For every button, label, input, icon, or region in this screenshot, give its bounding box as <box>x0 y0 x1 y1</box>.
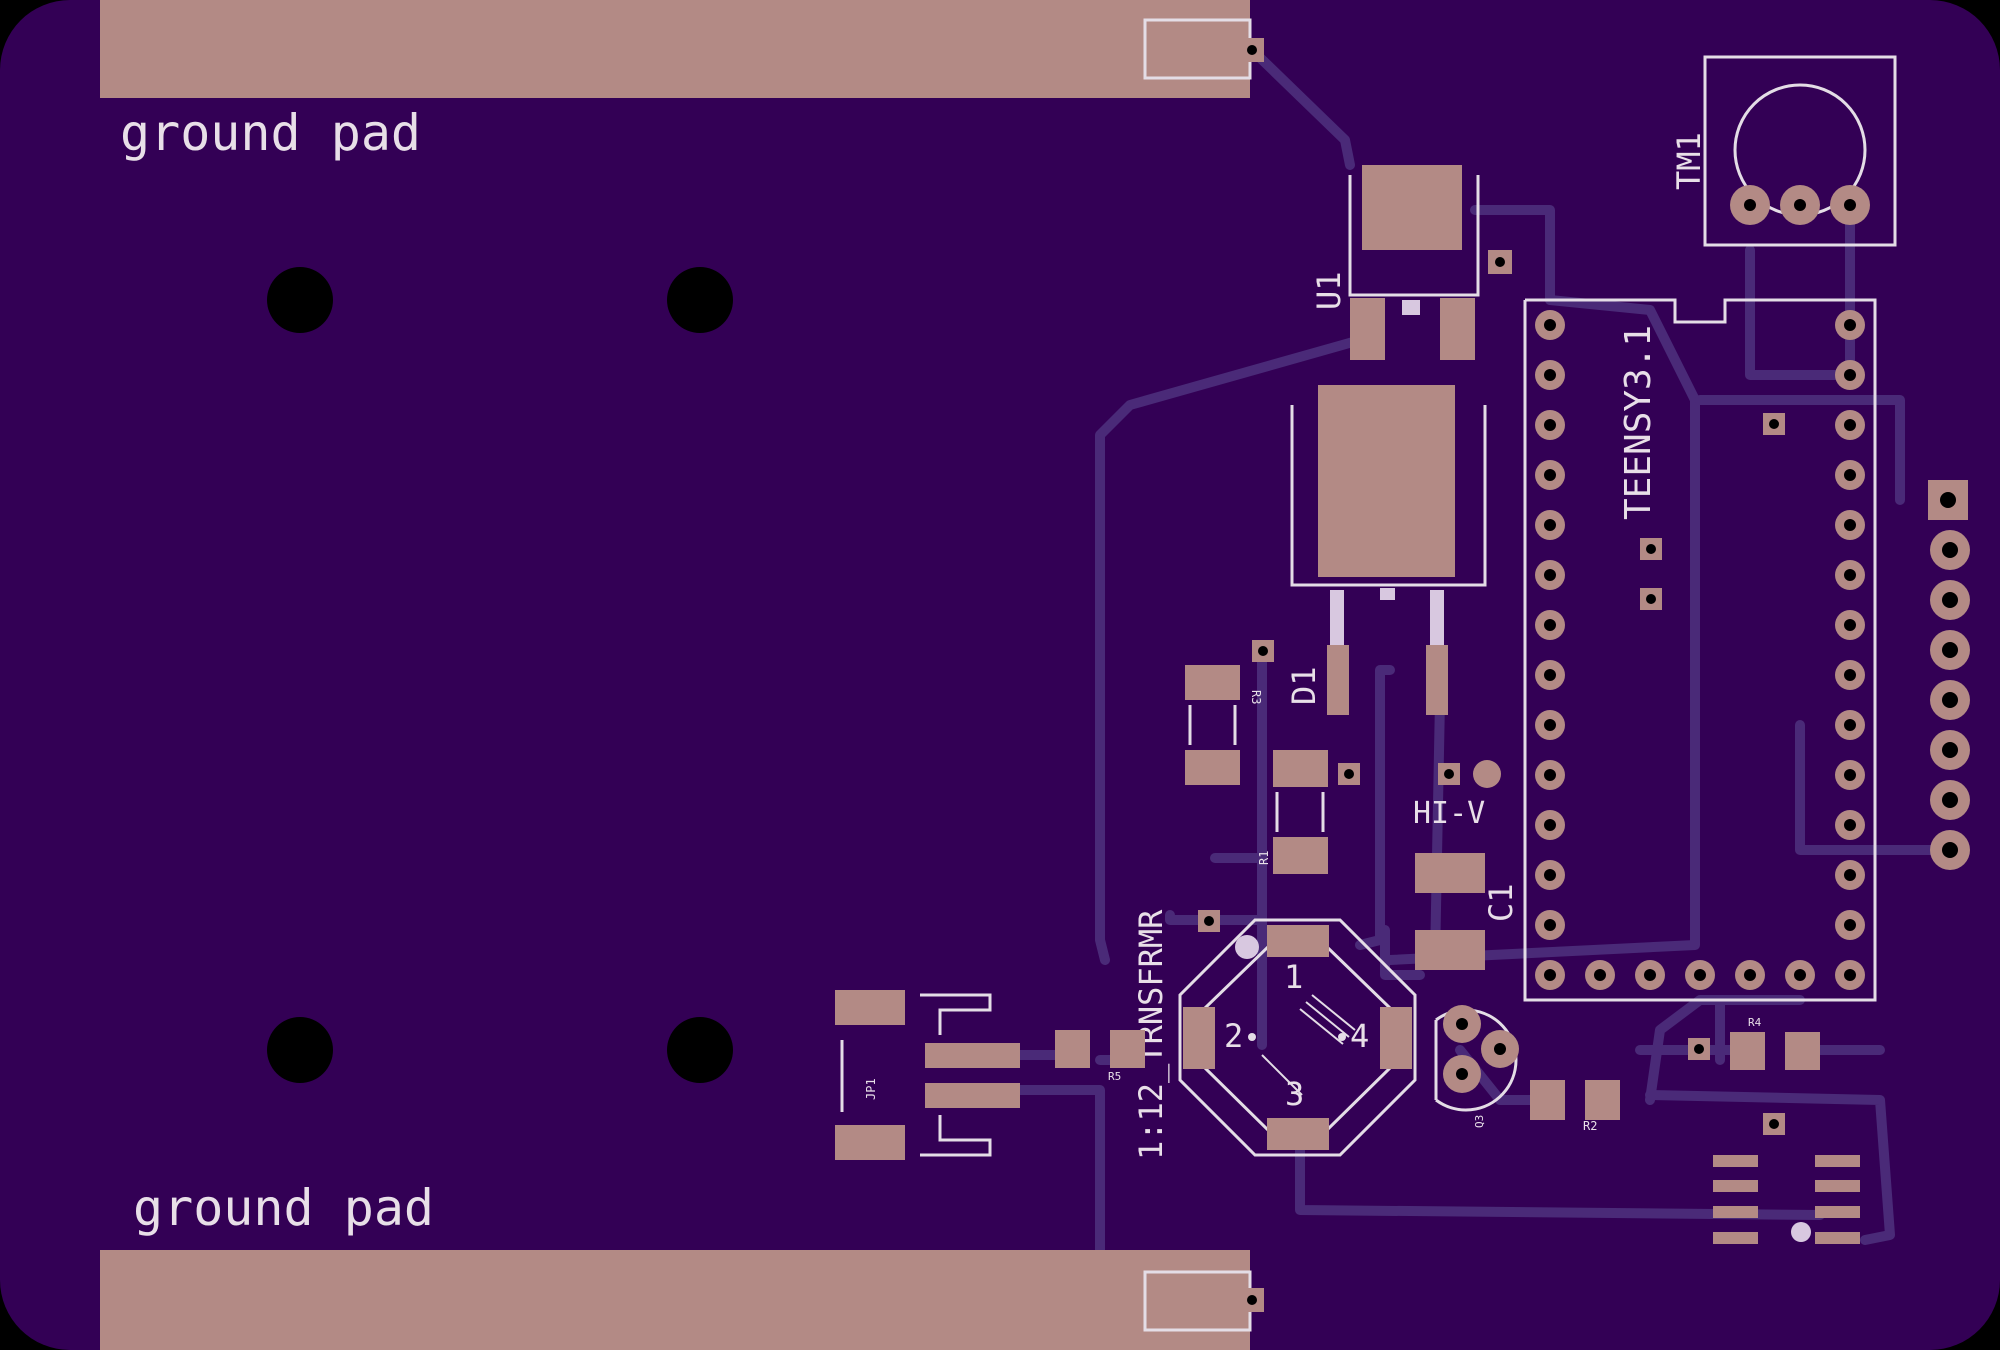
teensy-pin-right <box>1835 460 1865 490</box>
teensy-pin-left <box>1535 610 1565 640</box>
via-hole <box>1247 1295 1257 1305</box>
d1-body: D1 <box>1285 385 1487 715</box>
teensy-pin-right <box>1835 510 1865 540</box>
teensy-pin-left <box>1535 710 1565 740</box>
teensy-pin-left <box>1535 310 1565 340</box>
teensy-pin-right <box>1835 560 1865 590</box>
r4-resistor: R4 <box>1688 1016 1820 1070</box>
ground-pad-bottom-label: ground pad <box>133 1179 434 1237</box>
teensy-pin-left <box>1535 910 1565 940</box>
header-pin <box>1930 630 1970 670</box>
mounting-hole <box>667 1017 733 1083</box>
teensy-pin-bottom <box>1685 960 1715 990</box>
jp1-label: JP1 <box>864 1078 878 1100</box>
teensy-label: TEENSY3.1 <box>1618 325 1659 520</box>
teensy-pin-right <box>1835 410 1865 440</box>
teensy-pin-left <box>1535 410 1565 440</box>
ground-pad-bottom <box>100 1250 1250 1350</box>
r2-resistor: R2 <box>1530 1080 1620 1133</box>
hi-v-label: HI-V <box>1413 796 1485 831</box>
r2-label: R2 <box>1583 1119 1597 1133</box>
teensy-pin-right <box>1835 810 1865 840</box>
u1-regulator: U1 <box>1310 165 1512 360</box>
r1-label: R1 <box>1257 851 1271 865</box>
teensy-pin-left <box>1535 660 1565 690</box>
d1-label: D1 <box>1285 666 1323 705</box>
teensy-pin-right <box>1835 960 1865 990</box>
teensy-pin-right <box>1835 360 1865 390</box>
hi-v-test-point: HI-V <box>1413 760 1501 831</box>
r3-label: R3 <box>1249 690 1263 704</box>
teensy-pin-left <box>1535 510 1565 540</box>
teensy-pin-right <box>1835 660 1865 690</box>
jp1-connector: JP1 <box>835 990 1020 1160</box>
mounting-hole <box>267 267 333 333</box>
c1-capacitor: C1 <box>1415 853 1520 970</box>
teensy-pin-right <box>1835 910 1865 940</box>
via-hole <box>1247 45 1257 55</box>
teensy-pin-left <box>1535 810 1565 840</box>
teensy-pin-right <box>1835 760 1865 790</box>
teensy-pin-left <box>1535 460 1565 490</box>
c1-label: C1 <box>1482 883 1520 922</box>
header-pin <box>1930 530 1970 570</box>
pin3-label: 3 <box>1285 1075 1304 1113</box>
teensy-pin-left <box>1535 960 1565 990</box>
soic-ic <box>1713 1113 1860 1244</box>
header-pin <box>1930 730 1970 770</box>
r1-resistor: R1 <box>1257 750 1360 874</box>
ground-pad-top <box>100 0 1250 98</box>
ground-pad-top-label: ground pad <box>120 104 421 162</box>
teensy-pin-bottom <box>1585 960 1615 990</box>
r4-label: R4 <box>1748 1016 1762 1029</box>
pin1-label: 1 <box>1284 958 1303 996</box>
header-pin <box>1930 580 1970 620</box>
teensy-module: TEENSY3.1 <box>1523 298 1877 1002</box>
r5-resistor: R5 <box>1055 1030 1145 1083</box>
pin4-label: 4 <box>1350 1017 1369 1055</box>
teensy-pin-left <box>1535 760 1565 790</box>
tm1-label: TM1 <box>1670 132 1708 190</box>
header-pin <box>1930 830 1970 870</box>
mounting-hole <box>267 1017 333 1083</box>
teensy-pin-bottom <box>1735 960 1765 990</box>
teensy-pin-left <box>1535 860 1565 890</box>
teensy-pin-right <box>1835 860 1865 890</box>
header-pin <box>1930 780 1970 820</box>
teensy-pin-bottom <box>1785 960 1815 990</box>
teensy-pin-bottom <box>1635 960 1665 990</box>
header-pin <box>1930 680 1970 720</box>
teensy-pin-right <box>1835 710 1865 740</box>
right-header <box>1928 480 1970 870</box>
teensy-pin-right <box>1835 310 1865 340</box>
q3-transistor: Q3 <box>1434 1005 1519 1128</box>
teensy-pin-left <box>1535 360 1565 390</box>
u1-label: U1 <box>1310 271 1348 310</box>
teensy-pin-right <box>1835 610 1865 640</box>
teensy-pin-left <box>1535 560 1565 590</box>
r5-label: R5 <box>1108 1070 1121 1083</box>
pin2-label: 2 <box>1224 1017 1243 1055</box>
traces <box>1015 43 1955 1255</box>
q3-label: Q3 <box>1473 1115 1486 1128</box>
tm1-component: TM1 <box>1670 55 1897 247</box>
r3-resistor: R3 <box>1185 640 1274 785</box>
mounting-hole <box>667 267 733 333</box>
